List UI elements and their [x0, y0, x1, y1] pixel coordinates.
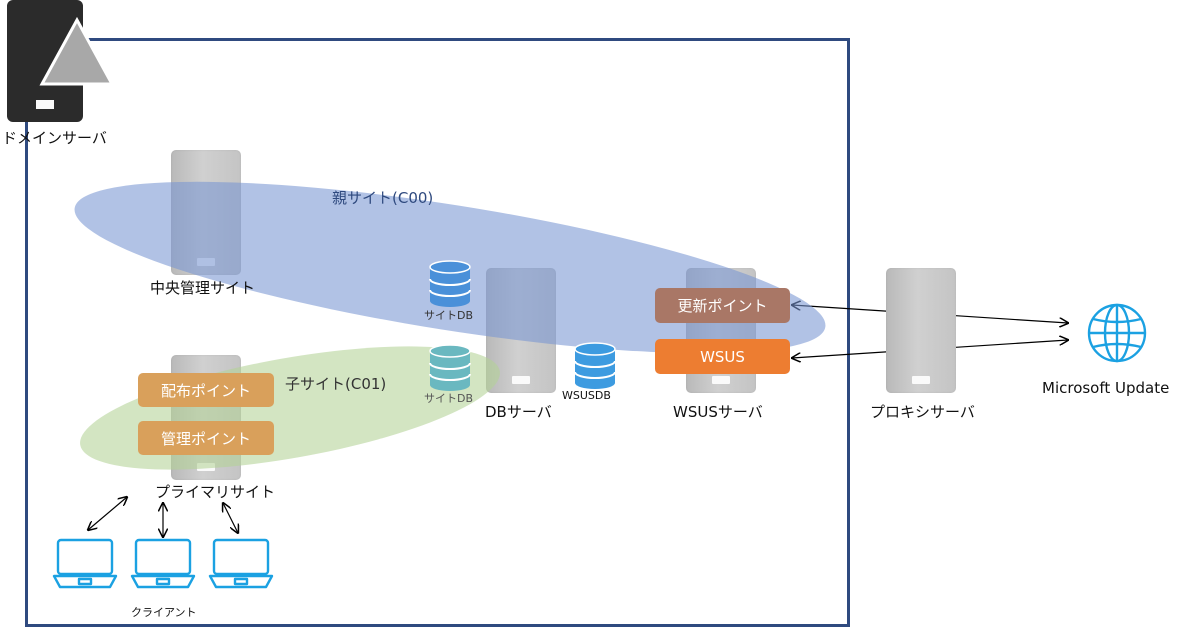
db-server-label: DBサーバ — [485, 403, 552, 421]
primary-site-label: プライマリサイト — [155, 483, 276, 501]
proxy-server-label: プロキシサーバ — [870, 403, 975, 421]
laptop-icon — [52, 538, 118, 590]
domain-server-label: ドメインサーバ — [2, 129, 107, 147]
wsus-role: WSUS — [655, 339, 790, 374]
site-db-child-label: サイトDB — [424, 392, 474, 405]
laptop-icon — [208, 538, 274, 590]
central-site-label: 中央管理サイト — [150, 279, 256, 297]
site-db-parent-label: サイトDB — [424, 309, 474, 322]
child-site-label: 子サイト(C01) — [285, 375, 387, 393]
domain-server-icon — [4, 0, 115, 122]
client1-to-primary-arrow — [88, 497, 127, 530]
wsus-role-label: WSUS — [700, 347, 745, 366]
proxy-server — [886, 268, 956, 393]
clients-label: クライアント — [131, 606, 197, 619]
wsus-server-label: WSUSサーバ — [673, 403, 763, 421]
wsus-db-label: WSUSDB — [562, 389, 611, 402]
distribution-point-role: 配布ポイント — [138, 373, 274, 407]
site-db-child-icon — [428, 343, 472, 391]
update-point-role: 更新ポイント — [655, 288, 790, 323]
update-point-label: 更新ポイント — [677, 297, 768, 315]
wsus-db-icon — [573, 341, 617, 389]
site-db-parent-icon — [428, 259, 472, 307]
globe-icon — [1086, 302, 1148, 364]
management-point-label: 管理ポイント — [160, 429, 251, 448]
parent-site-label: 親サイト(C00) — [332, 189, 434, 207]
distribution-point-label: 配布ポイント — [160, 381, 251, 400]
laptop-icon — [130, 538, 196, 590]
client3-to-primary-arrow — [223, 503, 238, 533]
network-boundary — [25, 38, 850, 627]
management-point-role: 管理ポイント — [138, 421, 274, 455]
internet-label: Microsoft Update — [1042, 379, 1170, 397]
